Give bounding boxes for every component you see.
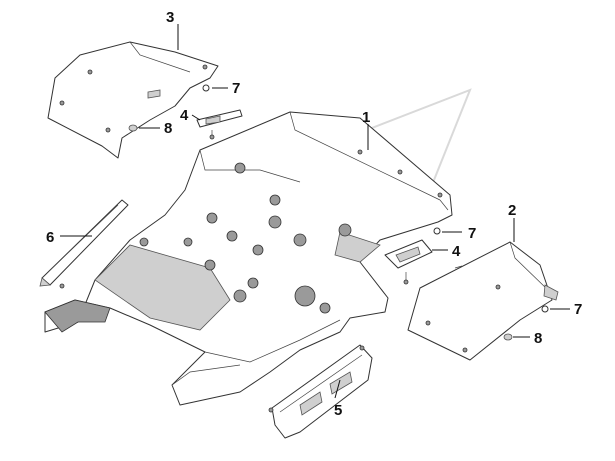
lower-rear-bracket: [268, 344, 373, 439]
callout-7-mid: 7: [468, 225, 476, 242]
callout-5: 5: [334, 402, 342, 419]
fastener-nut-3: [541, 305, 549, 313]
callout-7-right: 7: [574, 301, 582, 318]
callout-4-right: 4: [452, 243, 461, 260]
callout-7-top: 7: [232, 80, 240, 97]
grommet-1: [128, 124, 138, 132]
callout-4-top: 4: [180, 107, 189, 124]
bracket-upper: [196, 109, 243, 140]
left-fender-panel: [47, 41, 219, 159]
fastener-nut-1: [202, 84, 210, 92]
bracket-lower: [384, 239, 433, 285]
callout-1: 1: [362, 109, 370, 126]
callout-6: 6: [46, 229, 54, 246]
right-fender-panel: [407, 241, 559, 361]
callout-8-left: 8: [164, 120, 172, 137]
leader-lines: [60, 24, 570, 399]
callout-8-right: 8: [534, 330, 542, 347]
callout-2: 2: [508, 202, 516, 219]
main-rear-fender-tub: [44, 111, 453, 406]
callout-labels: 3 7 8 4 1 2 7 4 7 8 5 6: [46, 9, 582, 419]
grommet-2: [503, 333, 513, 341]
fastener-nut-2: [433, 227, 441, 235]
side-rail: [39, 199, 129, 289]
callout-3: 3: [166, 9, 174, 26]
